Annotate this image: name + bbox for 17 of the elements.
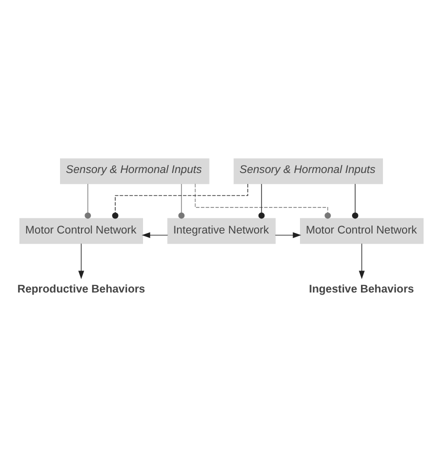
node-box: Motor Control Network: [300, 218, 424, 244]
node-box: Integrative Network: [167, 218, 276, 244]
connector: [112, 184, 248, 219]
arrow: [358, 243, 365, 280]
arrow: [78, 243, 84, 280]
node-box: Sensory & Hormonal Inputs: [234, 158, 383, 184]
connector: [194, 184, 331, 219]
connector: [84, 184, 91, 219]
arrow: [274, 232, 302, 238]
node-box: Motor Control Network: [19, 218, 144, 244]
connector: [352, 184, 358, 219]
node-text: Ingestive Behaviors: [308, 284, 414, 296]
node-box: Sensory & Hormonal Inputs: [60, 158, 210, 184]
node-text: Reproductive Behaviors: [17, 284, 146, 296]
arrow: [142, 232, 168, 238]
connector: [258, 184, 265, 219]
connector: [178, 184, 185, 219]
